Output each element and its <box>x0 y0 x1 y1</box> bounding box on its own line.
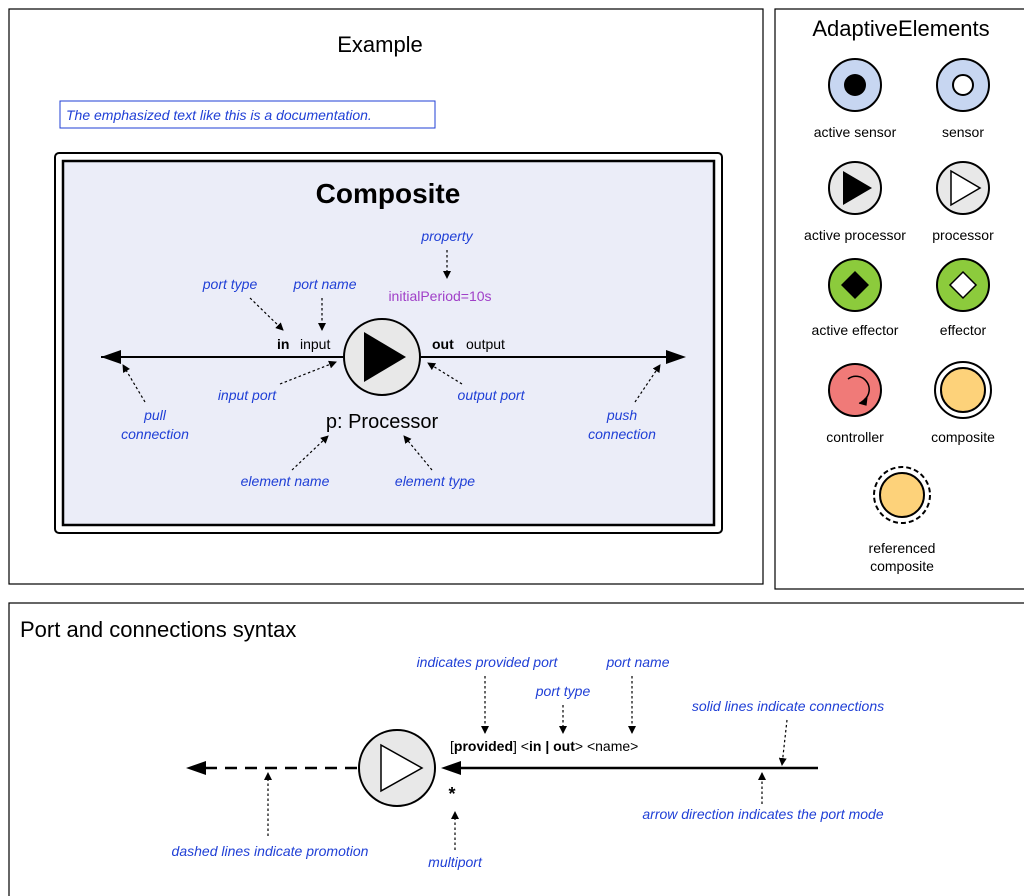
provided-port-label: indicates provided port <box>417 654 559 670</box>
sensor-icon <box>936 58 990 112</box>
multiport-mark: * <box>448 784 455 804</box>
effector-icon <box>936 258 990 312</box>
active-processor-label: active processor <box>804 227 906 243</box>
active-sensor-label: active sensor <box>814 124 897 140</box>
controller-icon <box>828 363 882 417</box>
push-pointer <box>634 364 661 403</box>
pull-label-line2: connection <box>121 426 189 442</box>
port-name-label: port name <box>292 276 356 292</box>
input-port-pointer <box>279 360 337 385</box>
element-name-label: element name <box>241 473 330 489</box>
active-effector-label: active effector <box>812 322 899 338</box>
output-port-pointer <box>427 362 463 385</box>
port-syntax-text: [provided] <in | out> <name> <box>450 738 638 754</box>
active-effector-icon <box>828 258 882 312</box>
referenced-composite-icon <box>873 466 931 524</box>
multiport-label: multiport <box>428 854 483 870</box>
syntax-panel <box>8 602 1024 896</box>
effector-label: effector <box>940 322 987 338</box>
referenced-label-line2: composite <box>870 558 934 574</box>
in-port-name: input <box>300 336 330 352</box>
doc-note-box <box>59 100 436 129</box>
port-type-label: port type <box>202 276 258 292</box>
example-title: Example <box>337 32 423 57</box>
pull-pointer <box>122 364 146 403</box>
property-label: property <box>420 228 473 244</box>
syntax-provided: provided <box>454 738 513 754</box>
solid-lines-label: solid lines indicate connections <box>692 698 884 714</box>
push-arrowhead <box>666 350 686 364</box>
active-processor-icon <box>828 161 882 215</box>
syntax-bracket-close: ] < <box>513 738 529 754</box>
port-mode-arrowhead <box>441 761 461 775</box>
push-label-line2: connection <box>588 426 656 442</box>
referenced-label-line1: referenced <box>869 540 936 556</box>
element-type-pointer <box>403 435 433 471</box>
syntax-title: Port and connections syntax <box>20 617 296 642</box>
input-port-label: input port <box>218 387 277 403</box>
in-keyword: in <box>277 336 289 352</box>
active-processor-element-icon <box>343 318 421 396</box>
promotion-arrowhead <box>186 761 206 775</box>
pull-arrowhead <box>101 350 121 364</box>
push-label-line1: push <box>606 407 638 423</box>
processor-label: processor <box>932 227 994 243</box>
element-name-pointer <box>291 435 329 471</box>
syntax-inout: in | out <box>529 738 575 754</box>
output-port-label: output port <box>458 387 526 403</box>
processor-icon <box>936 161 990 215</box>
out-port-name: output <box>466 336 505 352</box>
element-type-label: element type <box>395 473 475 489</box>
syntax-name: > <name> <box>575 738 638 754</box>
active-sensor-icon <box>828 58 882 112</box>
syntax-port-type-label: port type <box>535 683 591 699</box>
doc-note: The emphasized text like this is a docum… <box>66 107 372 123</box>
arrow-direction-label: arrow direction indicates the port mode <box>642 806 883 822</box>
dashed-lines-label: dashed lines indicate promotion <box>172 843 369 859</box>
syntax-bracket-open: [ <box>450 738 454 754</box>
composite-title: Composite <box>316 178 461 209</box>
adaptive-title: AdaptiveElements <box>812 16 989 41</box>
composite-icon <box>934 361 992 419</box>
property-value: initialPeriod=10s <box>388 288 491 304</box>
pull-label-line1: pull <box>143 407 167 423</box>
sensor-label: sensor <box>942 124 984 140</box>
syntax-processor-icon <box>358 729 436 807</box>
controller-label: controller <box>826 429 884 445</box>
syntax-port-name-label: port name <box>605 654 669 670</box>
composite-label: composite <box>931 429 995 445</box>
element-label: p: Processor <box>326 411 439 433</box>
out-keyword: out <box>432 336 454 352</box>
